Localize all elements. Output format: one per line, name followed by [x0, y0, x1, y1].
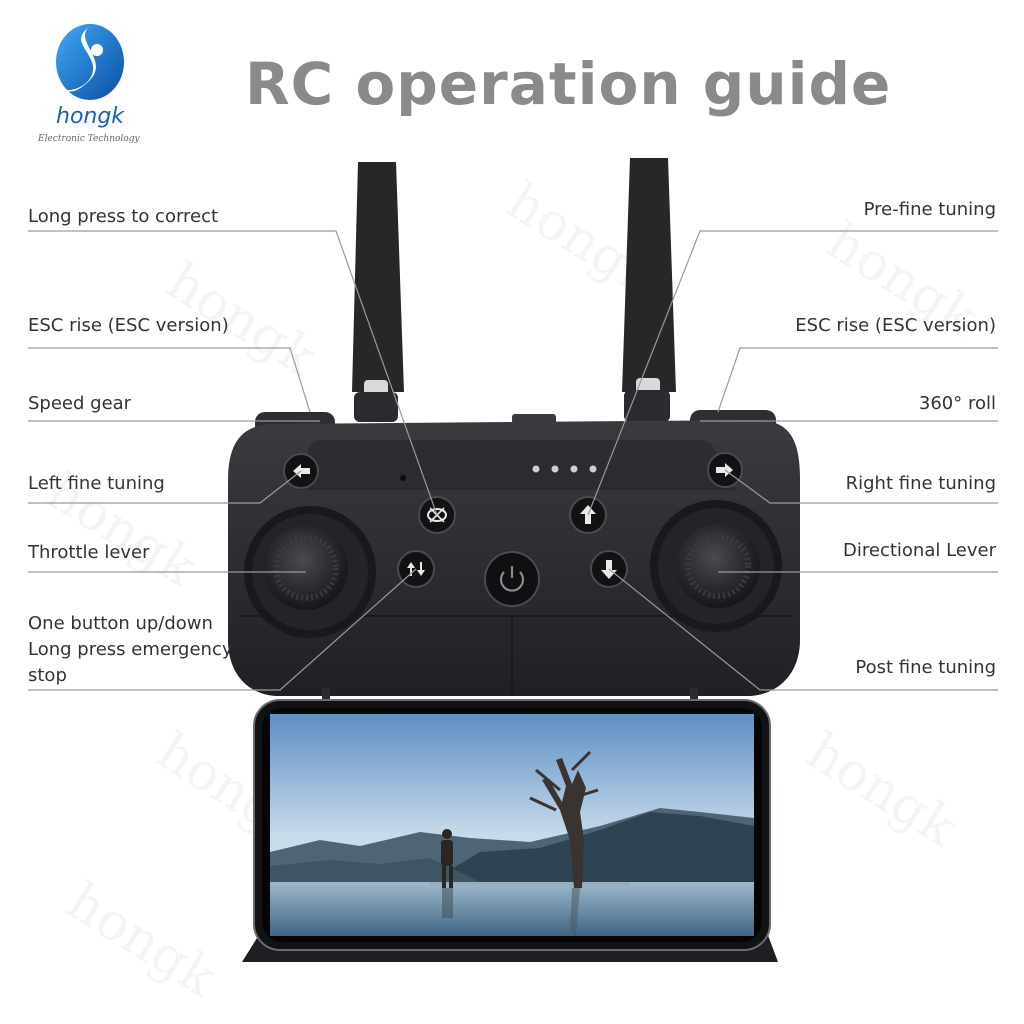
- label-one-button-line1: One button up/down: [28, 613, 213, 634]
- page-title: RC operation guide: [245, 50, 892, 118]
- label-speed-gear: Speed gear: [28, 393, 132, 414]
- label-one-button-line2: Long press emergency: [28, 639, 233, 660]
- throttle-lever-stick: [244, 506, 376, 638]
- right-antenna: [622, 158, 676, 422]
- label-post-fine-tuning: Post fine tuning: [855, 657, 996, 678]
- left-antenna: [352, 162, 404, 422]
- logo-subtitle: Electronic Technology: [38, 134, 140, 144]
- label-left-fine-tuning: Left fine tuning: [28, 473, 165, 494]
- logo-name: hongk: [56, 104, 125, 129]
- label-esc-rise-left: ESC rise (ESC version): [28, 315, 229, 336]
- phone-screen-image: [270, 714, 754, 936]
- label-pre-fine-tuning: Pre-fine tuning: [863, 199, 996, 220]
- power-icon: [484, 551, 540, 607]
- leader-lines: [28, 230, 998, 691]
- label-esc-rise-right: ESC rise (ESC version): [795, 315, 996, 336]
- directional-lever-stick: [650, 500, 782, 632]
- label-one-button-line3: stop: [28, 665, 67, 686]
- label-throttle-lever: Throttle lever: [28, 542, 150, 563]
- hongk-logo-icon: [56, 24, 124, 100]
- label-right-fine-tuning: Right fine tuning: [845, 473, 996, 494]
- label-directional-lever: Directional Lever: [843, 540, 996, 561]
- label-360-roll: 360° roll: [918, 393, 996, 414]
- label-long-press-correct: Long press to correct: [28, 206, 219, 227]
